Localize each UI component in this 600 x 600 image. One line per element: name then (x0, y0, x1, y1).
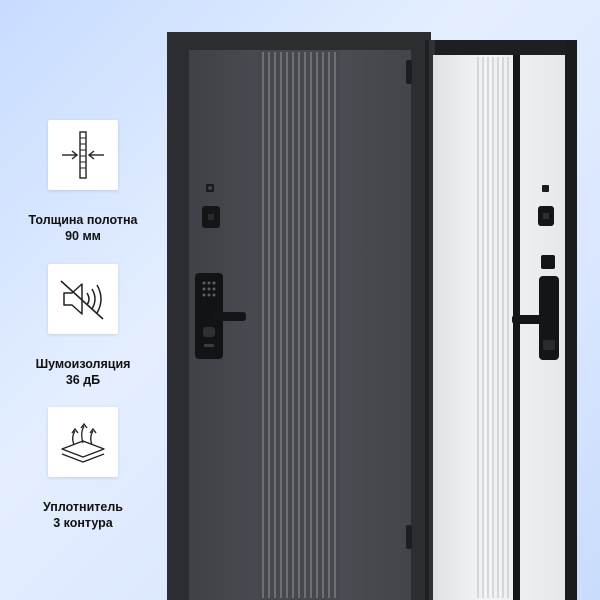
feature-value: 90 мм (65, 229, 101, 243)
inner-handle (512, 315, 548, 324)
outer-door-ribs (258, 50, 340, 600)
thickness-icon (62, 131, 104, 179)
seal-icon (61, 422, 105, 463)
inner-door-ribs (477, 57, 509, 598)
feature-value: 36 дБ (65, 373, 101, 387)
feature-label-seal: Уплотнитель 3 контура (0, 499, 166, 531)
inner-black-strip (513, 55, 520, 600)
smart-lock (195, 273, 223, 359)
feature-title: Шумоизоляция (35, 357, 131, 371)
feature-card-thickness (48, 120, 118, 190)
feature-value: 3 контура (53, 516, 113, 530)
outer-handle (214, 312, 246, 321)
feature-label-sound: Шумоизоляция 36 дБ (0, 356, 166, 388)
sound-off-icon (60, 280, 104, 320)
hinge-top (406, 60, 412, 84)
feature-title: Уплотнитель (42, 500, 123, 514)
feature-title: Толщина полотна (28, 213, 138, 227)
feature-label-thickness: Толщина полотна 90 мм (0, 212, 166, 244)
feature-card-seal (48, 407, 118, 477)
feature-card-sound (48, 264, 118, 334)
inner-smart-lock (539, 276, 559, 360)
hinge-bottom (406, 525, 412, 549)
inner-peephole (542, 185, 549, 192)
inner-thumb-turn (541, 255, 555, 269)
